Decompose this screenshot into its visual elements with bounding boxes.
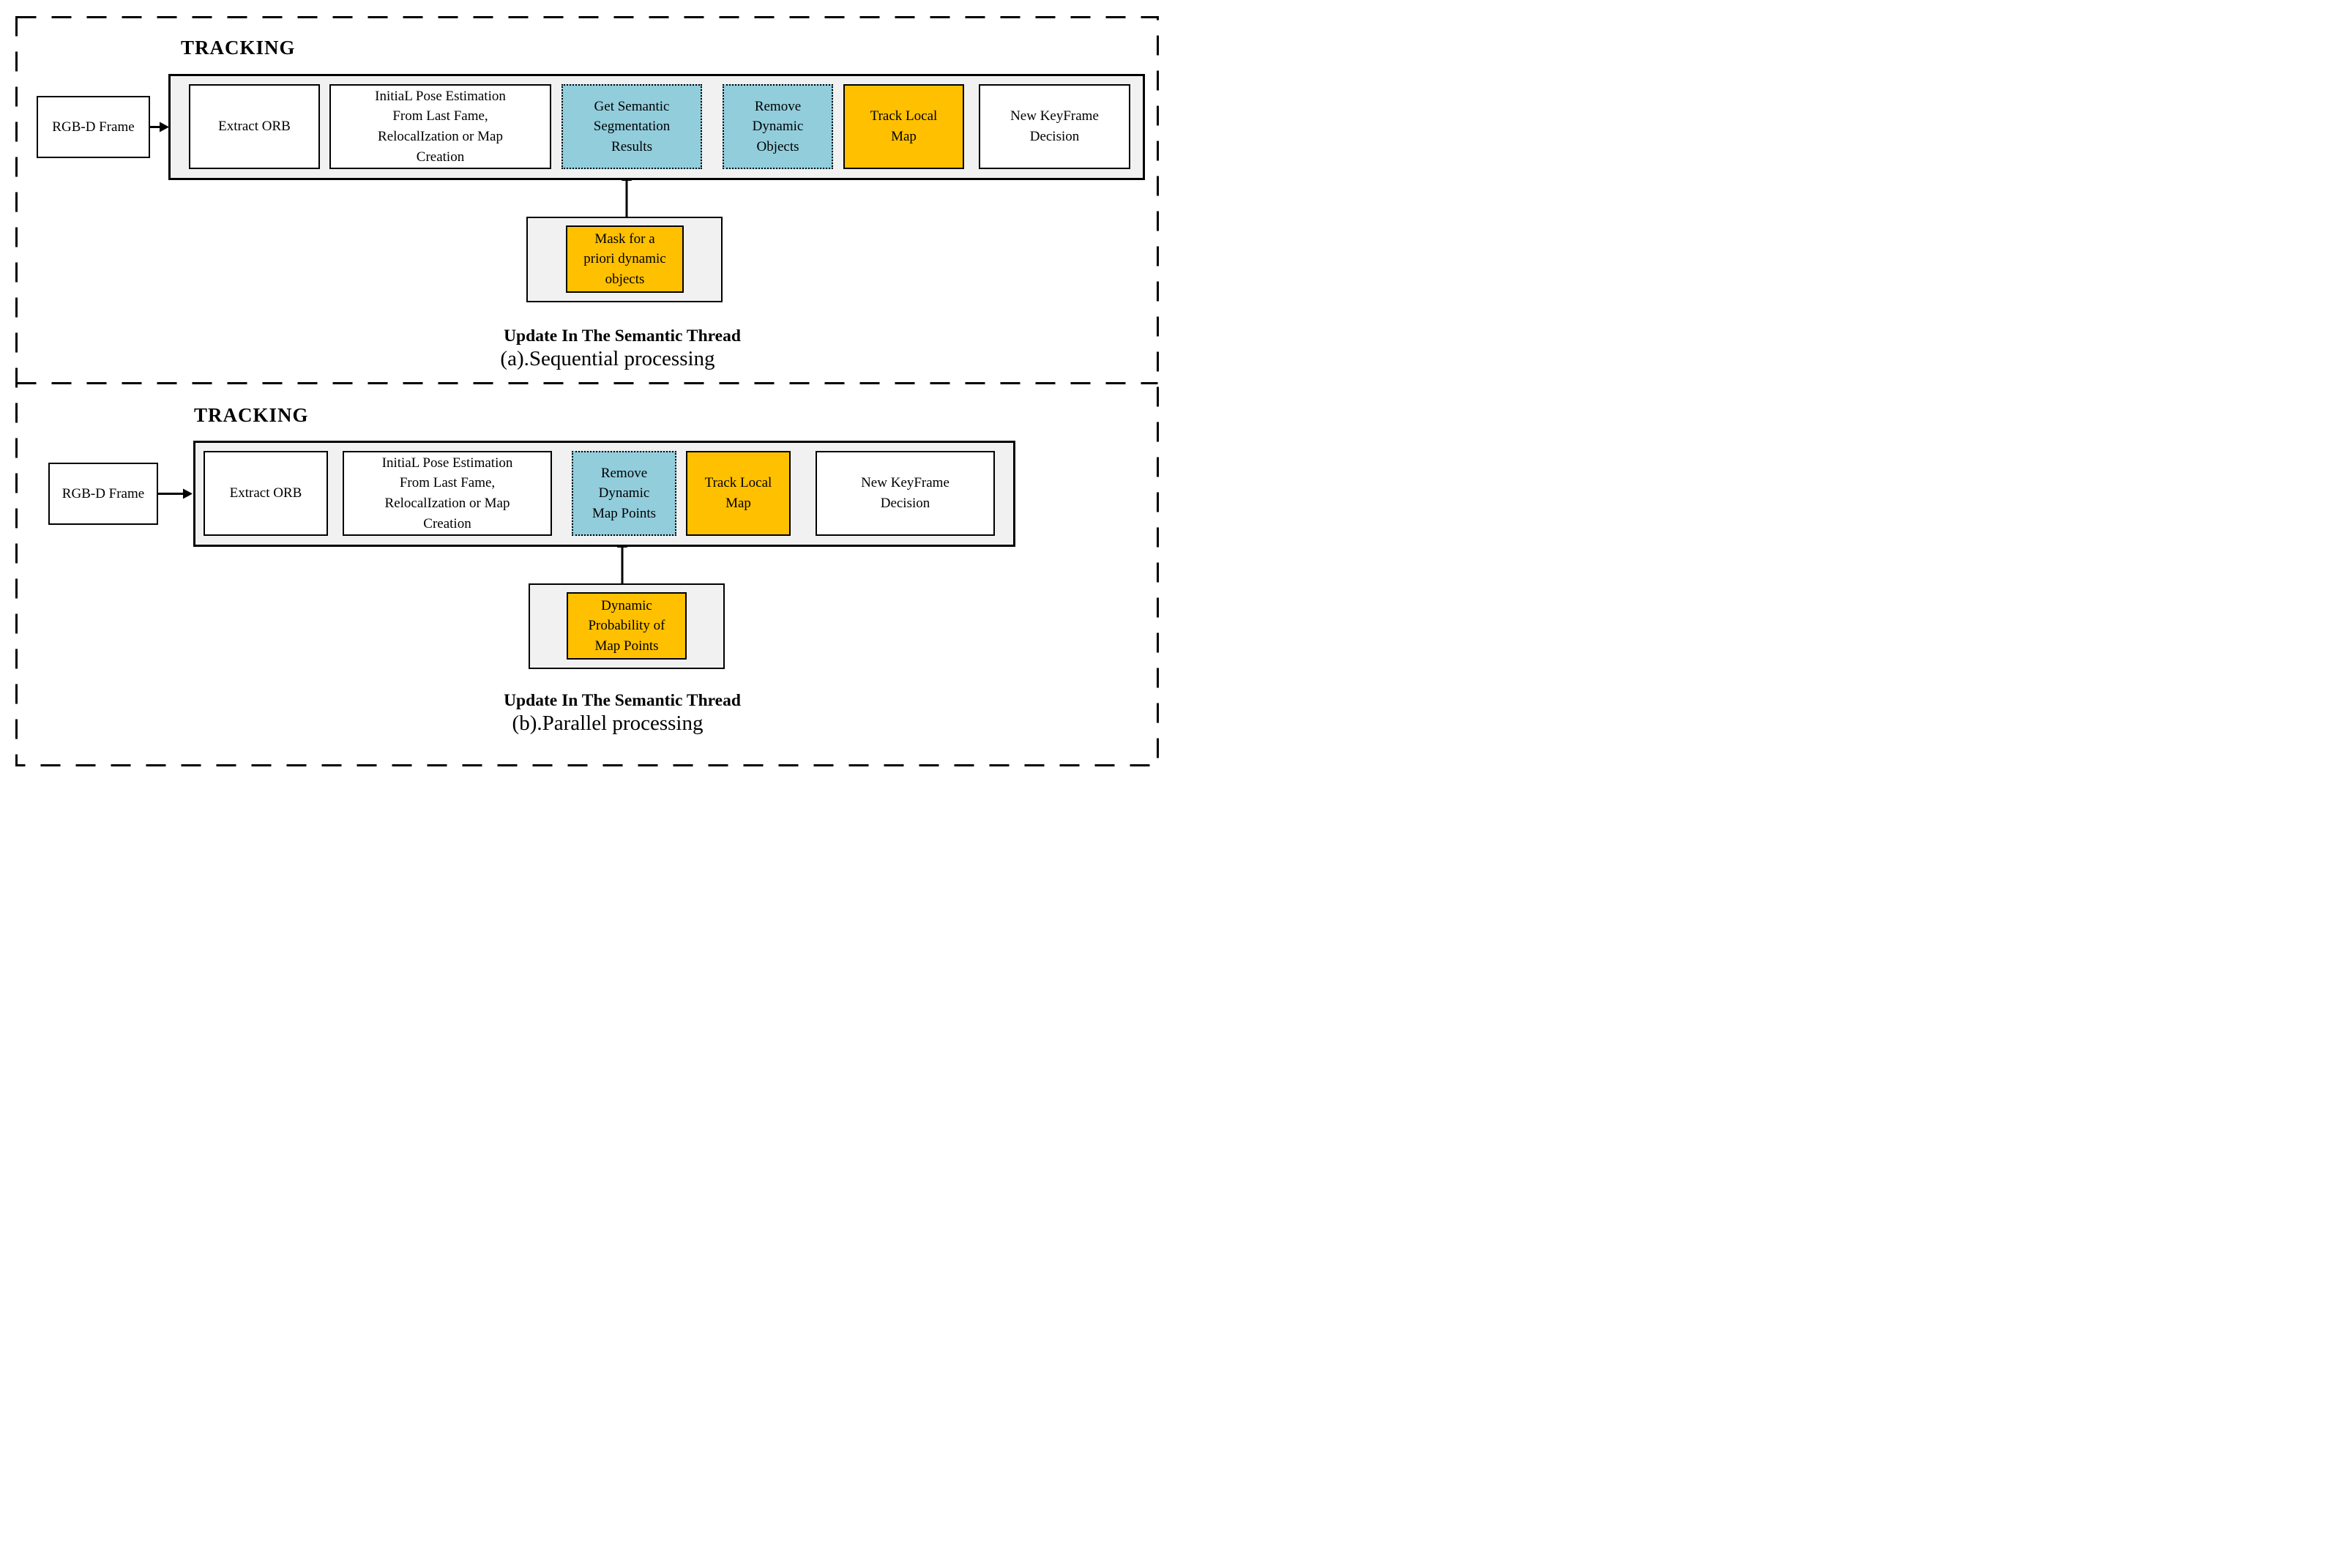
- flow-box-initial-pose-a: InitiaL Pose Estimation From Last Fame, …: [329, 84, 551, 169]
- flow-box-extract-orb-a: Extract ORB: [189, 84, 320, 169]
- rgbd-frame-box-b: RGB-D Frame: [48, 463, 158, 525]
- flow-box-new-keyframe-decision-b: New KeyFrame Decision: [816, 451, 995, 536]
- tracking-title-a: TRACKING: [181, 37, 296, 59]
- dynamic-probability-map-points-box: Dynamic Probability of Map Points: [567, 592, 687, 660]
- section-caption-b: (b).Parallel processing: [512, 712, 704, 735]
- rgbd-frame-box-a: RGB-D Frame: [37, 96, 150, 158]
- arrow-right-icon: [158, 488, 193, 499]
- update-caption-a: Update In The Semantic Thread: [504, 326, 741, 346]
- arrow-right-icon: [150, 122, 169, 132]
- section-caption-a: (a).Sequential processing: [500, 347, 715, 370]
- slam-pipeline-diagram: TRACKING RGB-D Frame Extract ORB InitiaL…: [0, 0, 1174, 784]
- mask-priori-dynamic-objects-box: Mask for a priori dynamic objects: [566, 225, 684, 293]
- flow-box-track-local-map-a: Track Local Map: [843, 84, 964, 169]
- tracking-title-b: TRACKING: [194, 404, 309, 426]
- flow-box-get-semantic-segmentation-a: Get Semantic Segmentation Results: [561, 84, 702, 169]
- flow-box-initial-pose-b: InitiaL Pose Estimation From Last Fame, …: [343, 451, 552, 536]
- flow-box-remove-dynamic-map-points-b: Remove Dynamic Map Points: [572, 451, 676, 536]
- update-caption-b: Update In The Semantic Thread: [504, 691, 741, 710]
- flow-box-track-local-map-b: Track Local Map: [686, 451, 791, 536]
- flow-box-new-keyframe-decision-a: New KeyFrame Decision: [979, 84, 1130, 169]
- flow-box-remove-dynamic-objects-a: Remove Dynamic Objects: [723, 84, 833, 169]
- flow-box-extract-orb-b: Extract ORB: [204, 451, 328, 536]
